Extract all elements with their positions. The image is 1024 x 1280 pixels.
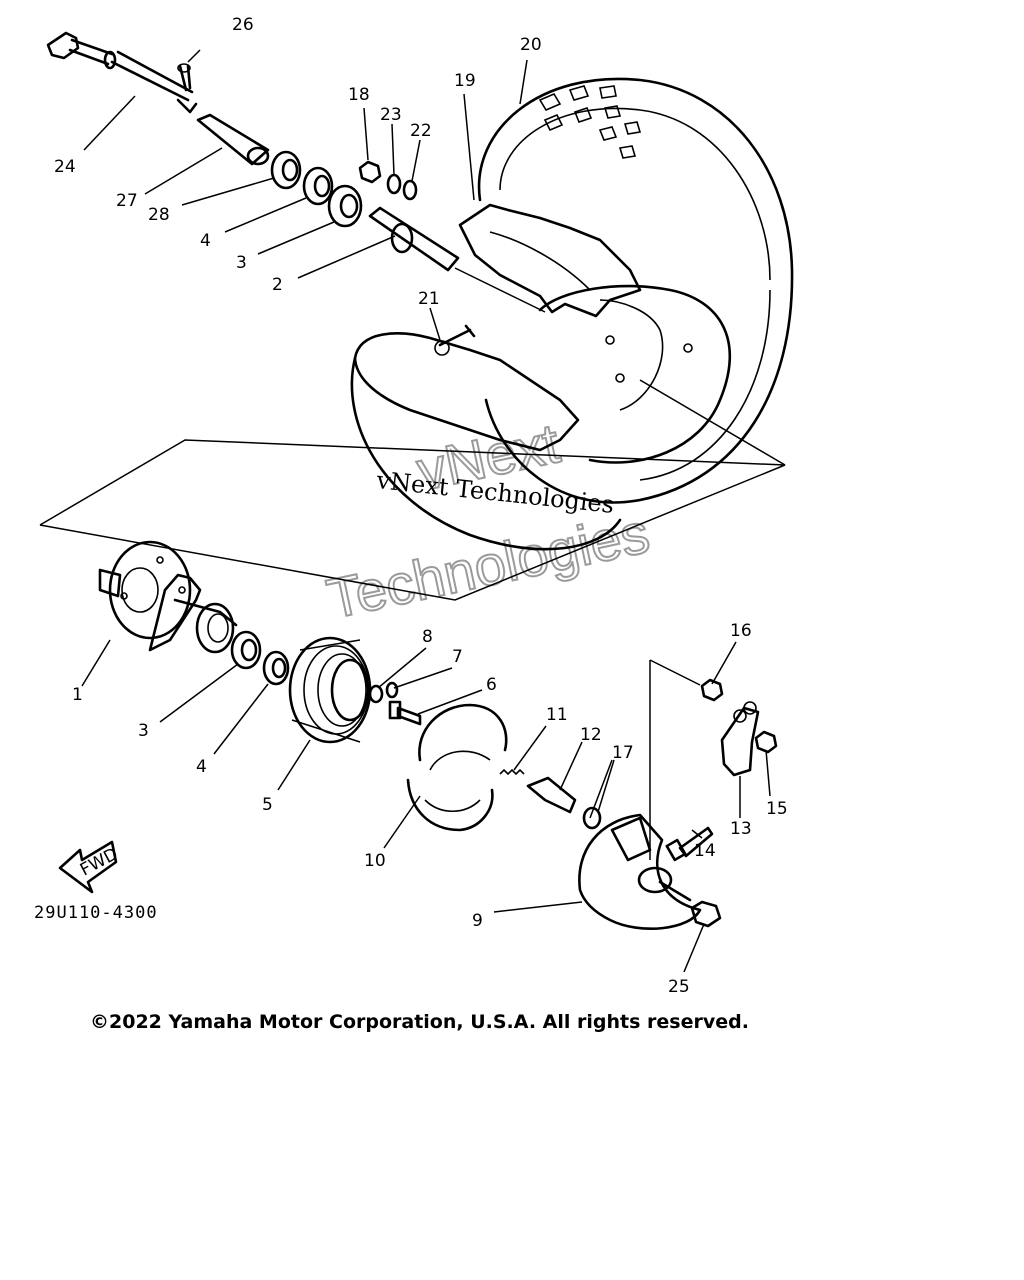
callout-10: 10 — [364, 851, 386, 871]
callout-9: 9 — [472, 911, 483, 931]
callout-22: 22 — [410, 121, 432, 141]
callout-28: 28 — [148, 205, 170, 225]
copyright-notice: ©2022 Yamaha Motor Corporation, U.S.A. A… — [90, 1011, 749, 1033]
callout-21: 21 — [418, 289, 440, 309]
nut-25 — [690, 900, 722, 928]
callout-3-bottom: 3 — [138, 721, 149, 741]
callout-13: 13 — [730, 819, 752, 839]
callout-27: 27 — [116, 191, 138, 211]
valve-21 — [434, 324, 476, 356]
callout-11: 11 — [546, 705, 568, 725]
callout-15: 15 — [766, 799, 788, 819]
bearing-4-bottom — [262, 650, 290, 686]
callout-14: 14 — [694, 841, 716, 861]
callout-5: 5 — [262, 795, 273, 815]
axle-24 — [46, 31, 198, 114]
watermark: vNext Technologies — [321, 410, 656, 631]
callout-20: 20 — [520, 35, 542, 55]
washer-22 — [402, 179, 418, 201]
callout-8: 8 — [422, 627, 433, 647]
callout-numbers: 26 20 19 18 23 22 24 27 28 4 3 2 21 1 3 … — [54, 15, 788, 997]
collar-27 — [196, 113, 270, 166]
callout-19: 19 — [454, 71, 476, 91]
leader-lines — [81, 49, 786, 973]
callout-4-top: 4 — [200, 231, 211, 251]
nut-18 — [358, 160, 382, 184]
nut-16 — [700, 678, 724, 702]
callout-24: 24 — [54, 157, 76, 177]
callout-23: 23 — [380, 105, 402, 125]
callout-26: 26 — [232, 15, 254, 35]
bearing-4-top — [302, 166, 334, 206]
spring-11 — [499, 768, 525, 776]
wheel-half-19 — [458, 203, 642, 318]
wheel-half-lower — [350, 284, 731, 551]
diagram-code: 29U110-4300 — [34, 903, 158, 923]
brake-plate-9 — [578, 813, 702, 930]
seal-17 — [582, 806, 602, 830]
callout-16: 16 — [730, 621, 752, 641]
bearing-3-top — [327, 184, 363, 228]
callout-25: 25 — [668, 977, 690, 997]
callout-6: 6 — [486, 675, 497, 695]
oil-seal-28 — [270, 150, 302, 190]
forward-arrow-icon: FWD — [58, 840, 121, 894]
callout-1: 1 — [72, 685, 83, 705]
bearing-3-bottom — [230, 630, 262, 670]
callout-4-bottom: 4 — [196, 757, 207, 777]
callout-7: 7 — [452, 647, 463, 667]
callout-17: 17 — [612, 743, 634, 763]
callout-2: 2 — [272, 275, 283, 295]
spacer-2 — [368, 206, 460, 272]
brake-drum-5 — [288, 636, 372, 744]
nut-15 — [754, 730, 778, 754]
bolt-6 — [388, 700, 422, 726]
callout-3-top: 3 — [236, 253, 247, 273]
cam-lever-13 — [720, 701, 760, 777]
plate-8 — [368, 684, 384, 704]
cam-12 — [526, 776, 577, 814]
cotter-pin-26 — [177, 63, 192, 92]
callout-12: 12 — [580, 725, 602, 745]
washer-7 — [385, 681, 399, 699]
watermark-line2: Technologies — [322, 501, 655, 631]
tire-20 — [477, 77, 794, 504]
hub-1 — [98, 540, 238, 654]
washer-23 — [386, 173, 402, 195]
brake-shoe-10 — [406, 703, 508, 832]
callout-18: 18 — [348, 85, 370, 105]
